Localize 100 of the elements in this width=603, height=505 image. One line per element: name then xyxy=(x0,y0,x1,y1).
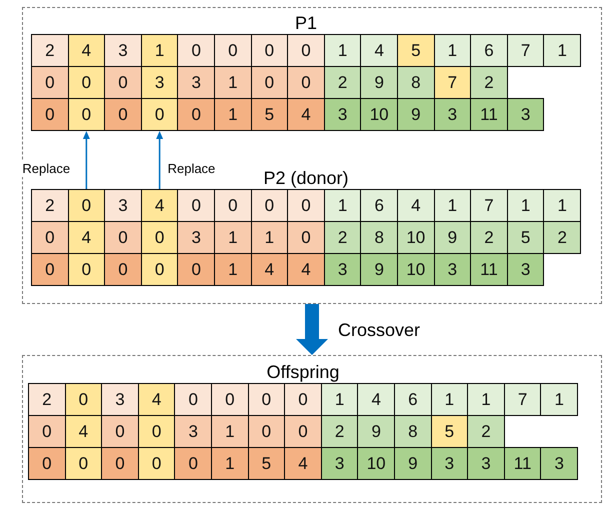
gene-cell: 4 xyxy=(287,253,325,286)
gene-cell: 2 xyxy=(324,221,362,254)
gene-cell: 1 xyxy=(506,189,544,222)
gene-cell: 3 xyxy=(101,383,139,416)
gene-cell: 9 xyxy=(360,66,398,99)
block-arrow xyxy=(296,304,328,355)
gene-cell: 0 xyxy=(211,383,249,416)
gene-cell: 9 xyxy=(394,447,432,480)
gene-cell: 9 xyxy=(434,221,472,254)
gene-cell: 3 xyxy=(320,447,358,480)
gene-cell: 0 xyxy=(104,98,142,131)
gene-cell: 3 xyxy=(467,447,505,480)
gene-cell: 0 xyxy=(140,221,178,254)
gene-cell: 0 xyxy=(104,253,142,286)
gene-cell: 4 xyxy=(68,221,106,254)
gene-cell: 0 xyxy=(101,447,139,480)
gene-cell: 1 xyxy=(211,447,249,480)
gene-cell: 1 xyxy=(543,189,581,222)
gene-cell: 3 xyxy=(174,415,212,448)
gene-cell: 1 xyxy=(250,221,288,254)
gene-cell: 4 xyxy=(284,447,322,480)
gene-cell: 2 xyxy=(324,66,362,99)
gene-cell: 0 xyxy=(104,221,142,254)
gene-cell: 1 xyxy=(214,253,252,286)
gene-cell: 4 xyxy=(357,383,395,416)
grid-title: P2 (donor) xyxy=(263,167,349,189)
gene-cell: 3 xyxy=(140,66,178,99)
gene-cell: 3 xyxy=(506,253,544,286)
gene-cell: 0 xyxy=(174,383,212,416)
arrow xyxy=(82,131,90,189)
gene-cell: 4 xyxy=(397,189,435,222)
gene-cell: 0 xyxy=(287,221,325,254)
gene-cell: 5 xyxy=(430,415,468,448)
gene-cell: 6 xyxy=(394,383,432,416)
gene-cell: 5 xyxy=(397,34,435,67)
gene-cell: 0 xyxy=(104,66,142,99)
gene-cell: 0 xyxy=(177,189,215,222)
gene-cell: 4 xyxy=(68,34,106,67)
gene-cell: 0 xyxy=(214,189,252,222)
gene-cell: 1 xyxy=(214,221,252,254)
gene-cell: 0 xyxy=(28,447,66,480)
gene-cell: 0 xyxy=(138,415,176,448)
gene-cell: 0 xyxy=(284,415,322,448)
gene-cell: 2 xyxy=(28,383,66,416)
gene-cell: 1 xyxy=(540,383,578,416)
gene-cell: 0 xyxy=(101,415,139,448)
gene-cell: 11 xyxy=(470,98,508,131)
gene-cell: 0 xyxy=(68,66,106,99)
gene-cell: 0 xyxy=(68,253,106,286)
gene-cell: 1 xyxy=(320,383,358,416)
gene-cell: 0 xyxy=(174,447,212,480)
gene-cell: 0 xyxy=(177,253,215,286)
gene-cell: 2 xyxy=(31,189,69,222)
gene-cell: 10 xyxy=(397,253,435,286)
gene-cell: 0 xyxy=(31,221,69,254)
gene-cell: 0 xyxy=(284,383,322,416)
gene-cell: 7 xyxy=(506,34,544,67)
edge-label: Replace xyxy=(168,161,216,177)
gene-cell: 2 xyxy=(320,415,358,448)
gene-cell: 3 xyxy=(177,221,215,254)
gene-cell: 1 xyxy=(214,98,252,131)
gene-cell: 0 xyxy=(28,415,66,448)
gene-cell: 3 xyxy=(434,253,472,286)
gene-cell: 4 xyxy=(287,98,325,131)
gene-cell: 2 xyxy=(470,66,508,99)
dashed-panel xyxy=(22,355,602,503)
gene-cell: 3 xyxy=(104,189,142,222)
gene-cell: 8 xyxy=(360,221,398,254)
gene-cell: 9 xyxy=(397,98,435,131)
gene-cell: 4 xyxy=(138,383,176,416)
gene-cell: 1 xyxy=(140,34,178,67)
gene-cell: 0 xyxy=(64,447,102,480)
arrow xyxy=(156,131,164,189)
gene-cell: 1 xyxy=(324,34,362,67)
gene-cell: 6 xyxy=(470,34,508,67)
gene-cell: 5 xyxy=(250,98,288,131)
gene-cell: 10 xyxy=(360,98,398,131)
gene-cell: 1 xyxy=(543,34,581,67)
gene-cell: 1 xyxy=(211,415,249,448)
gene-cell: 3 xyxy=(324,253,362,286)
gene-cell: 6 xyxy=(360,189,398,222)
gene-cell: 1 xyxy=(467,383,505,416)
gene-cell: 2 xyxy=(470,221,508,254)
gene-cell: 3 xyxy=(430,447,468,480)
gene-cell: 0 xyxy=(250,189,288,222)
gene-cell: 4 xyxy=(64,415,102,448)
gene-cell: 3 xyxy=(506,98,544,131)
gene-cell: 0 xyxy=(31,98,69,131)
gene-cell: 3 xyxy=(434,98,472,131)
gene-cell: 8 xyxy=(397,66,435,99)
gene-cell: 0 xyxy=(287,189,325,222)
gene-cell: 7 xyxy=(504,383,542,416)
gene-cell: 4 xyxy=(360,34,398,67)
gene-cell: 3 xyxy=(177,66,215,99)
gene-cell: 0 xyxy=(31,253,69,286)
gene-cell: 4 xyxy=(250,253,288,286)
gene-cell: 0 xyxy=(68,189,106,222)
gene-cell: 0 xyxy=(177,34,215,67)
gene-cell: 2 xyxy=(467,415,505,448)
gene-cell: 0 xyxy=(250,34,288,67)
